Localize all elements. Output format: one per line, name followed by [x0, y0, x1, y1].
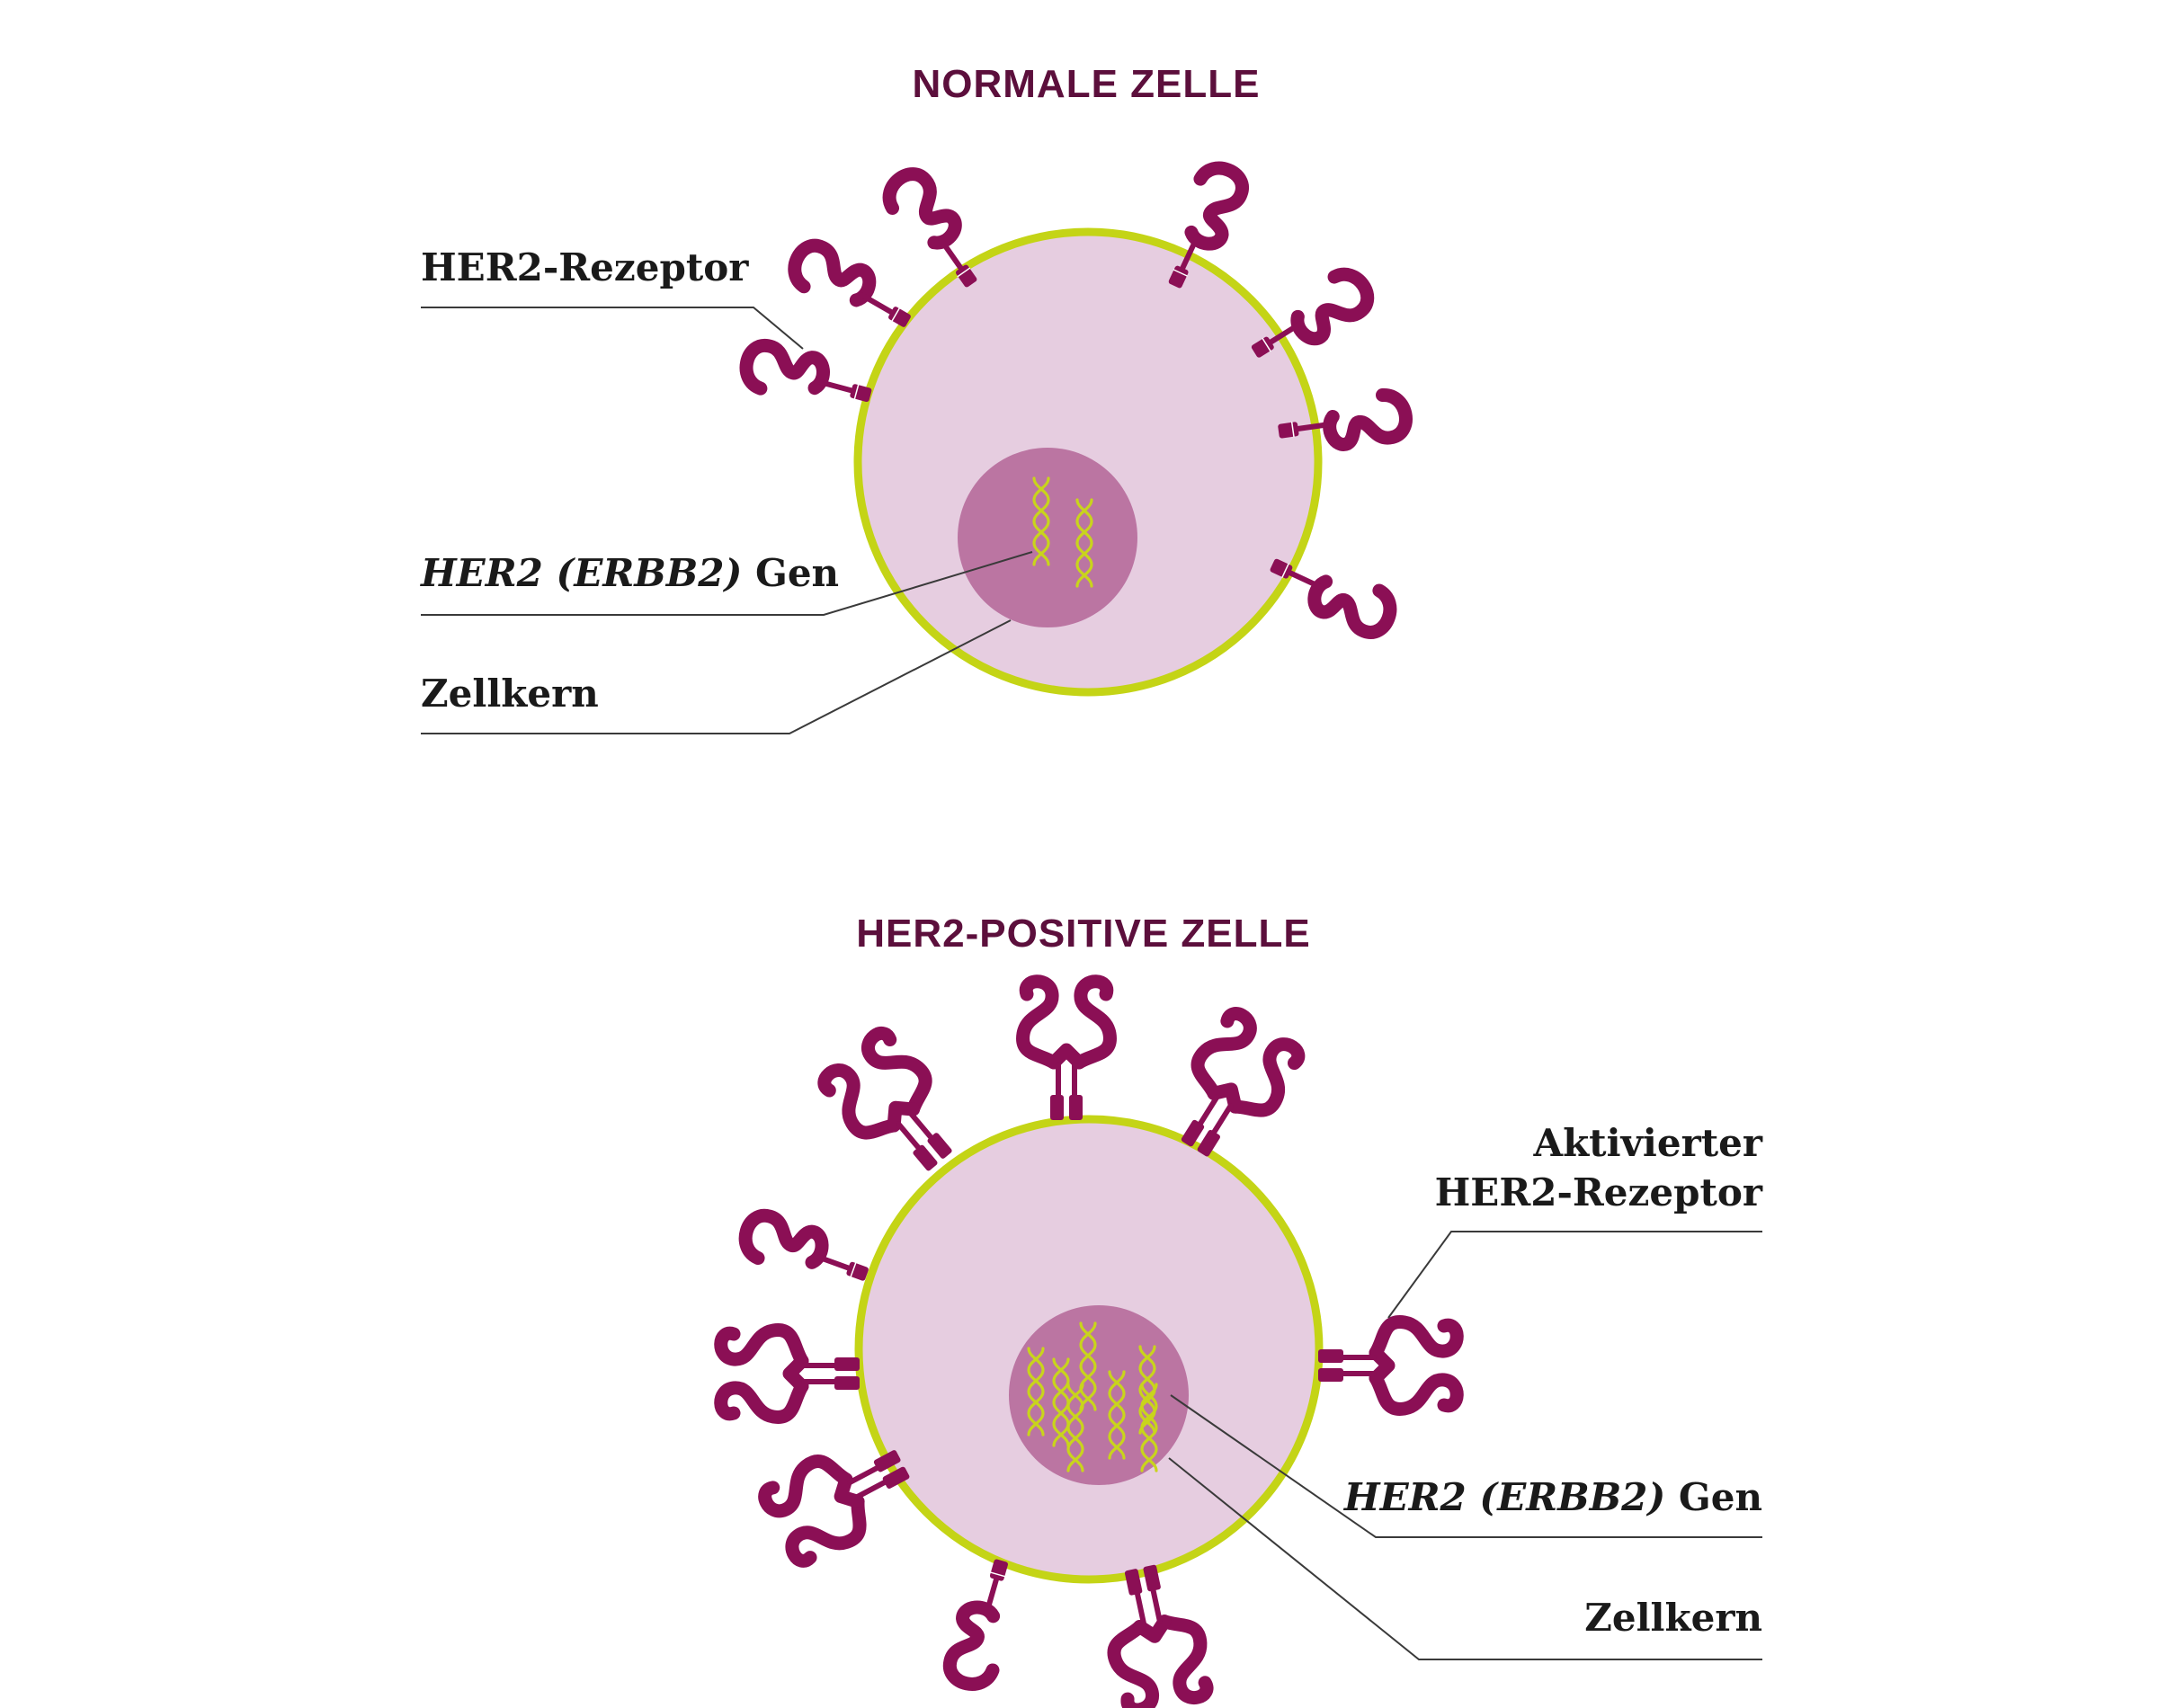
- activated-her2-receptor: [1318, 1322, 1457, 1410]
- normal-nucleus-leader: [421, 619, 1012, 734]
- normal-cell-section: NORMALE ZELLE HER2-Rezeptor HER2 (ERBB: [420, 62, 1408, 734]
- her2-receptor: [739, 1210, 874, 1294]
- her2-nucleus-label: Zellkern: [1584, 1596, 1762, 1640]
- normal-gene-leader: [421, 551, 1033, 616]
- her2-positive-cell: [721, 982, 1458, 1708]
- normal-gene-label-italic: HER2 (ERBB2): [420, 551, 742, 595]
- normal-receptor-leader: [421, 307, 804, 350]
- normal-nucleus-label: Zellkern: [421, 672, 599, 716]
- her2-receptor: [945, 1554, 1022, 1689]
- her2-nucleus-leader: [1168, 1457, 1762, 1660]
- activated-her2-receptor: [721, 1330, 860, 1418]
- her2-gene-label: HER2 (ERBB2) Gen: [1343, 1475, 1762, 1519]
- her2-cell-section: HER2-POSITIVE ZELLE: [721, 912, 1763, 1708]
- normal-gene-label: HER2 (ERBB2) Gen: [420, 551, 839, 595]
- normal-cell-title: NORMALE ZELLE: [913, 62, 1261, 106]
- normal-cell: [741, 161, 1408, 697]
- her2-receptor: [881, 166, 990, 296]
- her2-cell-nucleus: [1009, 1305, 1189, 1485]
- activated-her2-receptor: [1023, 982, 1110, 1120]
- her2-gene-label-italic: HER2 (ERBB2): [1343, 1475, 1665, 1519]
- her2-receptor: [741, 342, 876, 417]
- normal-receptor-label: HER2-Rezeptor: [421, 245, 749, 289]
- activated-receptor-label-line1: Aktivierter: [1532, 1121, 1762, 1165]
- her2-cell-title: HER2-POSITIVE ZELLE: [856, 912, 1311, 956]
- activated-receptor-leader: [1387, 1231, 1762, 1319]
- activated-receptor-label-line2: HER2-Rezeptor: [1435, 1170, 1763, 1214]
- her2-gene-label-suffix: Gen: [1665, 1475, 1762, 1519]
- normal-gene-label-suffix: Gen: [742, 551, 839, 595]
- her2-gene-leader: [1170, 1394, 1762, 1538]
